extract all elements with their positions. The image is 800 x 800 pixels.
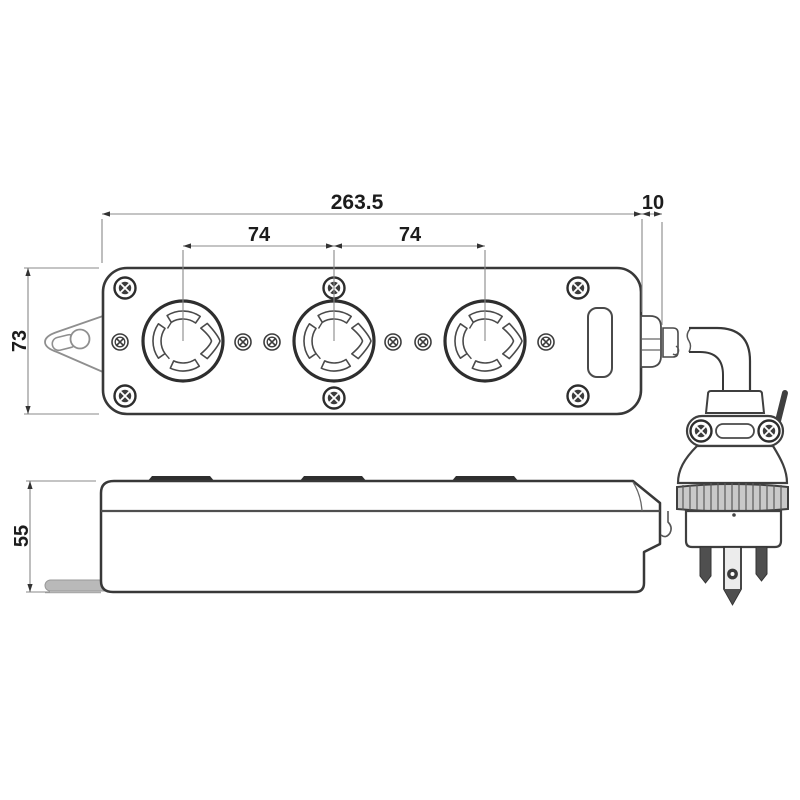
plug-cord-entry	[704, 390, 766, 414]
extension-lines-73	[24, 267, 99, 415]
dimension-annotations: 263.5 10 74 74 73 55	[9, 191, 664, 593]
plug-bell	[676, 444, 789, 485]
dim-top-view-depth: 73	[9, 330, 31, 352]
cord-boot	[640, 315, 662, 368]
dim-outlet-pitch-left: 74	[248, 224, 271, 246]
face-screw	[234, 333, 252, 351]
corner-screw	[113, 276, 137, 300]
locking-plug	[676, 390, 789, 606]
face-screw	[384, 333, 402, 351]
face-screw	[414, 333, 432, 351]
side-body-outline	[99, 479, 662, 594]
clamp-screw	[757, 419, 781, 443]
plug-base	[684, 509, 783, 549]
side-cord-latch	[660, 511, 672, 538]
outlet-centerlines	[182, 250, 486, 341]
center-screw	[322, 386, 346, 410]
face-screw	[111, 333, 129, 351]
face-screw	[263, 333, 281, 351]
ground-pin	[775, 390, 788, 424]
plug-blade-right	[755, 546, 768, 582]
face-screw	[537, 333, 555, 351]
cord-boot-ribs	[642, 338, 660, 351]
cord-and-plug	[676, 326, 789, 606]
cord-elbow-outer	[689, 326, 752, 392]
extension-lines-top	[101, 219, 663, 325]
blade-hole-center	[730, 572, 735, 576]
plug-base-dot	[732, 513, 736, 517]
clamp-screw	[689, 419, 713, 443]
corner-screw	[566, 276, 590, 300]
extension-lines-55	[26, 480, 96, 593]
dim-overall-width: 263.5	[331, 191, 384, 214]
dim-arrowheads	[25, 211, 662, 592]
top-view	[44, 266, 680, 416]
cord-break-mark	[686, 328, 692, 353]
dim-side-view-height: 55	[11, 525, 33, 547]
plug-blade-center-tip	[724, 589, 741, 604]
keyhole-hole	[69, 328, 91, 350]
dim-cord-exit-offset: 10	[642, 192, 664, 214]
cord-clamp-slot	[715, 423, 755, 439]
cord-grip	[662, 327, 679, 358]
knurl-ribs	[682, 483, 782, 511]
side-view	[44, 476, 672, 594]
side-chamfer-edge	[632, 481, 643, 512]
plug-blade-left	[699, 546, 712, 584]
corner-screw	[566, 384, 590, 408]
cord-break-mark	[672, 345, 680, 356]
corner-screw	[113, 384, 137, 408]
cord-elbow-inner	[689, 351, 724, 392]
end-window	[587, 307, 613, 378]
dim-outlet-pitch-right: 74	[399, 224, 422, 246]
